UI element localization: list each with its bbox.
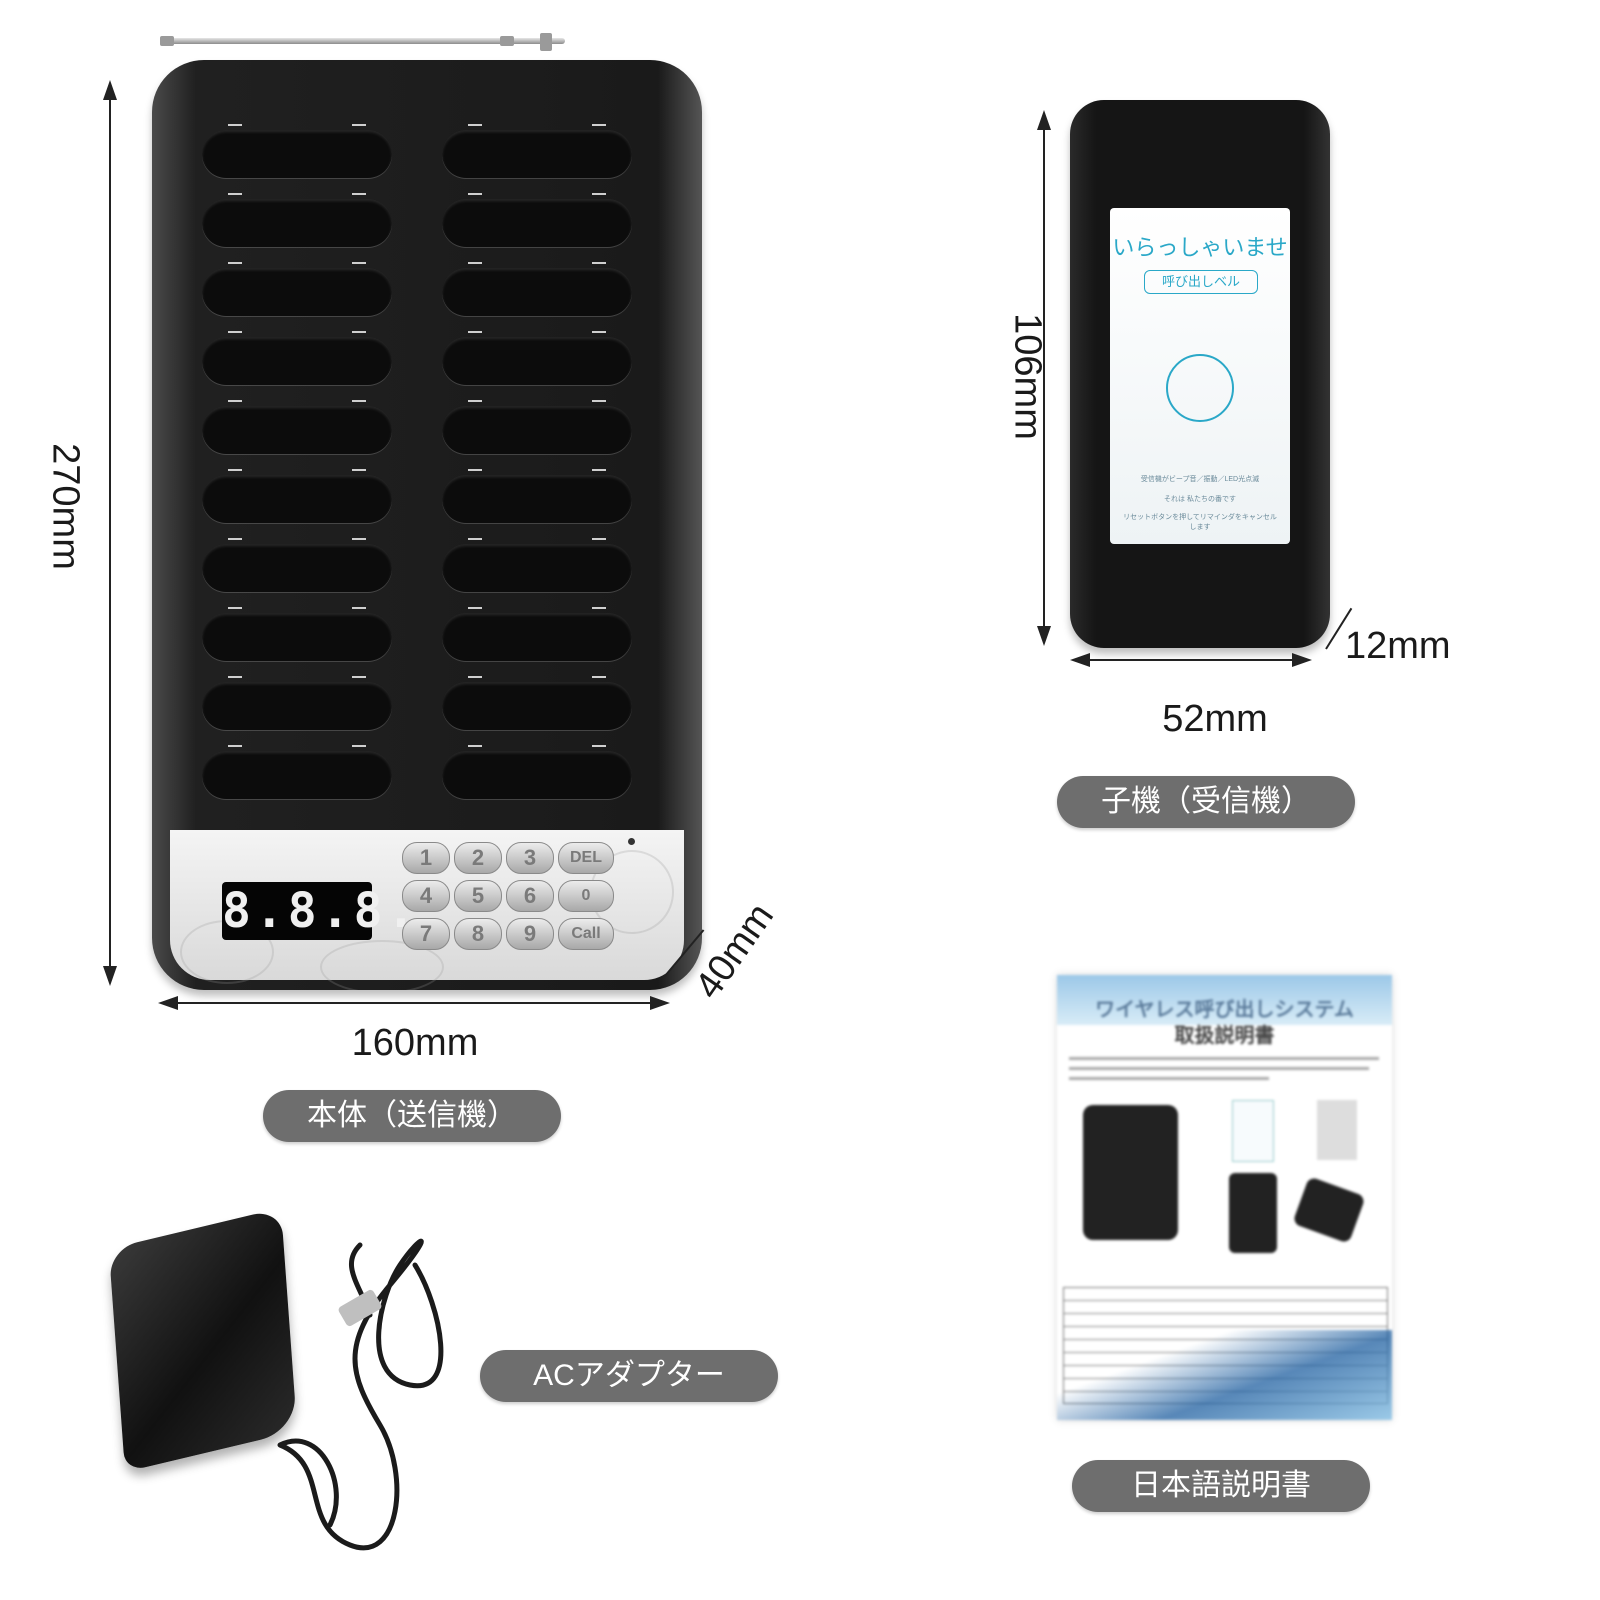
key-9[interactable]: 9 xyxy=(506,918,554,950)
charging-slot xyxy=(442,331,632,385)
antenna-tip xyxy=(160,36,174,46)
key-6[interactable]: 6 xyxy=(506,880,554,912)
charging-slot xyxy=(442,676,632,730)
transmitter-height-label: 270mm xyxy=(44,443,87,570)
transmitter-base: 8.8.8. 1 2 3 DEL 4 5 6 0 7 8 9 Call xyxy=(152,60,702,990)
receiver-width-line xyxy=(1088,659,1293,661)
charging-slot xyxy=(202,469,392,523)
receiver-height-arrow-top xyxy=(1037,110,1051,130)
charging-slot xyxy=(442,607,632,661)
key-call[interactable]: Call xyxy=(558,918,614,950)
receiver-height-line xyxy=(1043,128,1045,628)
width-dimension-line xyxy=(176,1002,651,1004)
key-1[interactable]: 1 xyxy=(402,842,450,874)
card-subtitle: 呼び出しベル xyxy=(1144,270,1258,294)
receiver-caption: 子機（受信機） xyxy=(1057,776,1355,828)
charging-slot xyxy=(202,607,392,661)
adapter-caption: ACアダプター xyxy=(480,1350,778,1402)
receiver-height-label: 106mm xyxy=(1006,313,1049,440)
key-3[interactable]: 3 xyxy=(506,842,554,874)
manual-title: ワイヤレス呼び出しシステム xyxy=(1095,999,1354,1021)
charging-slot xyxy=(202,193,392,247)
height-arrow-bottom xyxy=(103,966,117,986)
antenna-joint xyxy=(500,36,514,46)
card-note-2: それは 私たちの番です xyxy=(1164,496,1236,503)
card-title: いらっしゃいませ xyxy=(1112,235,1288,260)
charging-slot xyxy=(202,745,392,799)
manual-caption: 日本語説明書 xyxy=(1072,1460,1370,1512)
manual-text-line xyxy=(1069,1057,1379,1060)
manual-adapter-photo xyxy=(1292,1176,1366,1244)
charging-slot xyxy=(202,262,392,316)
led-number-display: 8.8.8. xyxy=(222,882,420,940)
manual-sheet-photo xyxy=(1317,1100,1357,1160)
key-4[interactable]: 4 xyxy=(402,880,450,912)
key-7[interactable]: 7 xyxy=(402,918,450,950)
charging-slot xyxy=(442,193,632,247)
key-5[interactable]: 5 xyxy=(454,880,502,912)
antenna-base xyxy=(540,33,552,51)
adapter-cable xyxy=(277,1238,444,1551)
manual-wave-decoration xyxy=(1057,1330,1392,1420)
receiver-depth-label: 12mm xyxy=(1345,625,1451,667)
manual-header xyxy=(1057,975,1392,1025)
manual-transmitter-photo xyxy=(1083,1105,1178,1240)
charging-slot xyxy=(442,469,632,523)
charging-slot xyxy=(202,124,392,178)
transmitter-caption: 本体（送信機） xyxy=(263,1090,561,1142)
charging-slot xyxy=(442,400,632,454)
manual-subtitle: 取扱説明書 xyxy=(1174,1025,1275,1047)
receiver-width-arrow-left xyxy=(1070,653,1090,667)
status-led xyxy=(628,838,635,845)
floral-pattern xyxy=(320,940,444,990)
control-panel: 8.8.8. 1 2 3 DEL 4 5 6 0 7 8 9 Call xyxy=(170,830,684,990)
receiver-width-arrow-right xyxy=(1292,653,1312,667)
transmitter-antenna xyxy=(165,38,565,44)
manual-text-line xyxy=(1069,1077,1269,1080)
circle-icon xyxy=(1166,354,1234,422)
charging-slot xyxy=(202,400,392,454)
key-8[interactable]: 8 xyxy=(454,918,502,950)
charging-slots xyxy=(202,124,650,860)
height-dimension-line xyxy=(109,98,111,968)
charging-slot xyxy=(442,745,632,799)
key-del[interactable]: DEL xyxy=(558,842,614,874)
height-arrow-top xyxy=(103,80,117,100)
charging-slot xyxy=(442,262,632,316)
manual-thumbnail: ワイヤレス呼び出しシステム 取扱説明書 xyxy=(1057,975,1392,1420)
charging-slot xyxy=(202,538,392,592)
key-2[interactable]: 2 xyxy=(454,842,502,874)
manual-receiver-photo xyxy=(1229,1173,1277,1253)
card-note-3: リセットボタンを押してリマインダをキャンセルします xyxy=(1123,514,1277,531)
transmitter-width-label: 160mm xyxy=(351,1022,479,1064)
charging-slot xyxy=(202,331,392,385)
charging-slot xyxy=(442,124,632,178)
receiver-pager: いらっしゃいませ 呼び出しベル 受信機がビープ音／振動／LED光点滅 それは 私… xyxy=(1070,100,1330,648)
charging-slot xyxy=(442,538,632,592)
width-arrow-left xyxy=(158,996,178,1010)
card-note-1: 受信機がビープ音／振動／LED光点滅 xyxy=(1140,476,1260,483)
receiver-label-card: いらっしゃいませ 呼び出しベル 受信機がビープ音／振動／LED光点滅 それは 私… xyxy=(1110,208,1290,544)
manual-text-line xyxy=(1069,1067,1369,1070)
key-0[interactable]: 0 xyxy=(558,880,614,912)
manual-card-photo xyxy=(1232,1100,1274,1162)
charging-slot xyxy=(202,676,392,730)
receiver-height-arrow-bottom xyxy=(1037,626,1051,646)
width-arrow-right xyxy=(650,996,670,1010)
receiver-width-label: 52mm xyxy=(1162,698,1268,740)
